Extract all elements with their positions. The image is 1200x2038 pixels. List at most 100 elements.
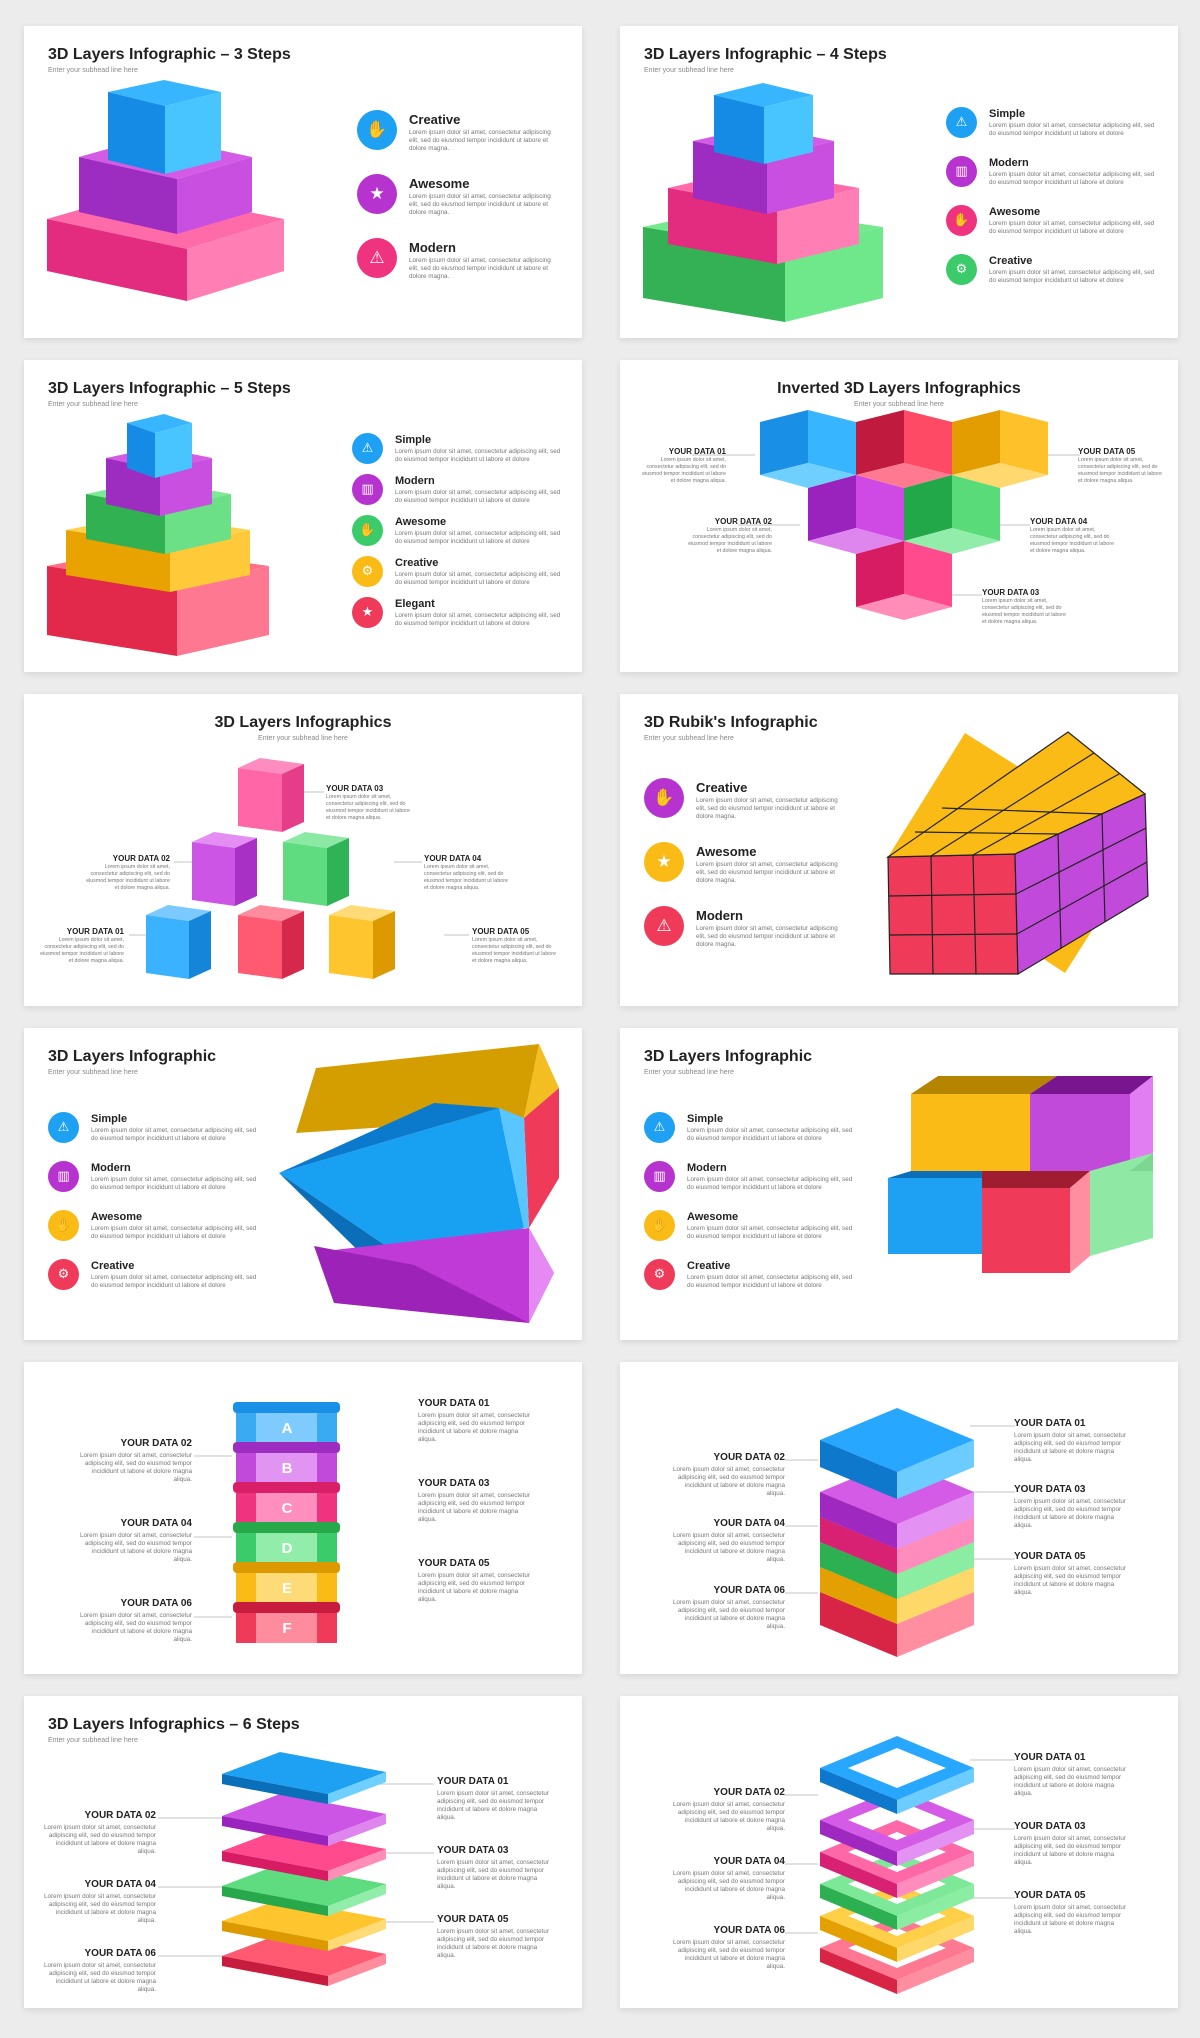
- slab-stack: [785, 1408, 1015, 1657]
- item-label: Modern: [989, 157, 1029, 169]
- data-label: YOUR DATA 02: [120, 1438, 193, 1449]
- slide-3-steps[interactable]: 3D Layers Infographic – 3 Steps Enter yo…: [24, 26, 582, 338]
- slide-4-steps[interactable]: 3D Layers Infographic – 4 Steps Enter yo…: [620, 26, 1178, 338]
- data-label: YOUR DATA 06: [120, 1598, 193, 1609]
- data-label: YOUR DATA 02: [713, 1452, 786, 1463]
- item-label: Creative: [395, 557, 439, 569]
- handshake-icon: ✋: [352, 515, 383, 546]
- data-label: YOUR DATA 04: [713, 1856, 786, 1867]
- data-label: YOUR DATA 02: [714, 517, 772, 526]
- star-icon: ★: [352, 597, 383, 628]
- slide-5-steps[interactable]: 3D Layers Infographic – 5 Steps Enter yo…: [24, 360, 582, 672]
- cube-pyramid: [129, 758, 469, 979]
- slide-letter-stack[interactable]: A B C D E F YOUR DATA 01 Lorem ipsum dol…: [24, 1362, 582, 1674]
- data-desc: Lorem ipsum dolor sit amet, consectetur …: [673, 1466, 785, 1497]
- data-label: YOUR DATA 03: [1014, 1484, 1086, 1495]
- plate-stack: [158, 1752, 434, 1986]
- slide-hex-cubes[interactable]: 3D Layers Infographics Enter your subhea…: [24, 694, 582, 1006]
- slide-title: 3D Layers Infographic: [48, 1048, 217, 1065]
- warning-icon: ⚠: [644, 906, 684, 946]
- data-desc: Lorem ipsum dolor sit amet, consectetur …: [1014, 1565, 1126, 1596]
- gear-icon: ⚙: [48, 1259, 79, 1290]
- item-label: Creative: [409, 112, 461, 127]
- data-label: YOUR DATA 05: [418, 1558, 490, 1569]
- data-desc: Lorem ipsum dolor sit amet, consectetur …: [418, 1412, 530, 1443]
- data-desc: Lorem ipsum dolor sit amet, consectetur …: [44, 1824, 156, 1855]
- slide-subhead: Enter your subhead line here: [644, 735, 734, 742]
- item-label: Awesome: [91, 1211, 143, 1223]
- data-desc: Lorem ipsum dolor sit amet, consectetur …: [1078, 457, 1162, 484]
- slide-subhead: Enter your subhead line here: [644, 1069, 734, 1076]
- data-label: YOUR DATA 06: [84, 1948, 157, 1959]
- data-desc: Lorem ipsum dolor sit amet, consectetur …: [80, 1612, 192, 1643]
- data-label: YOUR DATA 05: [472, 927, 530, 936]
- data-label: YOUR DATA 01: [418, 1398, 490, 1409]
- slide-slab-stack[interactable]: YOUR DATA 01 Lorem ipsum dolor sit amet,…: [620, 1362, 1178, 1674]
- warning-icon: ⚠: [644, 1112, 675, 1143]
- item-label: Modern: [395, 475, 435, 487]
- item-label: Awesome: [989, 206, 1041, 218]
- item-desc: Lorem ipsum dolor sit amet, consectetur …: [395, 612, 561, 627]
- slide-inverted-layers[interactable]: Inverted 3D Layers Infographics Enter yo…: [620, 360, 1178, 672]
- data-label: YOUR DATA 01: [1014, 1752, 1086, 1763]
- data-label: YOUR DATA 04: [84, 1879, 157, 1890]
- item-desc: Lorem ipsum dolor sit amet, consectetur …: [91, 1127, 257, 1142]
- chart-icon: ▥: [48, 1161, 79, 1192]
- warning-icon: ⚠: [946, 107, 977, 138]
- item-desc: Lorem ipsum dolor sit amet, consectetur …: [395, 448, 561, 463]
- slide-title: 3D Layers Infographic – 4 Steps: [644, 46, 887, 63]
- item-desc: Lorem ipsum dolor sit amet, consectetur …: [409, 129, 551, 152]
- slide-frame-stack[interactable]: YOUR DATA 01 Lorem ipsum dolor sit amet,…: [620, 1696, 1178, 2008]
- prism-layers: [279, 1044, 559, 1323]
- slide-6-steps[interactable]: 3D Layers Infographics – 6 Steps Enter y…: [24, 1696, 582, 2008]
- item-desc: Lorem ipsum dolor sit amet, consectetur …: [687, 1274, 853, 1289]
- pyramid-4-layers: [643, 83, 883, 322]
- chart-icon: ▥: [352, 474, 383, 505]
- layer-letter: B: [281, 1460, 293, 1477]
- warning-icon: ⚠: [48, 1112, 79, 1143]
- data-desc: Lorem ipsum dolor sit amet, consectetur …: [673, 1801, 785, 1832]
- item-label: Simple: [395, 434, 432, 446]
- gear-icon: ⚙: [946, 254, 977, 285]
- data-label: YOUR DATA 04: [1030, 517, 1088, 526]
- data-desc: Lorem ipsum dolor sit amet, consectetur …: [982, 598, 1066, 625]
- chart-icon: ▥: [946, 156, 977, 187]
- item-desc: Lorem ipsum dolor sit amet, consectetur …: [687, 1225, 853, 1240]
- item-label: Awesome: [696, 844, 757, 859]
- slide-rubiks[interactable]: 3D Rubik's Infographic Enter your subhea…: [620, 694, 1178, 1006]
- slide-title: 3D Layers Infographic: [644, 1048, 813, 1065]
- layer-letter: E: [281, 1580, 292, 1597]
- item-desc: Lorem ipsum dolor sit amet, consectetur …: [989, 171, 1155, 186]
- data-label: YOUR DATA 04: [424, 854, 482, 863]
- slide-subhead: Enter your subhead line here: [48, 1069, 138, 1076]
- slide-subhead: Enter your subhead line here: [48, 401, 138, 408]
- item-desc: Lorem ipsum dolor sit amet, consectetur …: [687, 1176, 853, 1191]
- item-label: Simple: [989, 108, 1026, 120]
- slide-subhead: Enter your subhead line here: [48, 1737, 138, 1744]
- item-label: Creative: [687, 1260, 731, 1272]
- gear-icon: ⚙: [352, 556, 383, 587]
- slide-subhead: Enter your subhead line here: [644, 67, 734, 74]
- data-desc: Lorem ipsum dolor sit amet, consectetur …: [673, 1939, 785, 1970]
- warning-icon: ⚠: [357, 238, 397, 278]
- data-label: YOUR DATA 05: [437, 1914, 509, 1925]
- data-desc: Lorem ipsum dolor sit amet, consectetur …: [44, 1962, 156, 1993]
- warning-icon: ⚠: [352, 433, 383, 464]
- data-label: YOUR DATA 04: [713, 1518, 786, 1529]
- slide-title: 3D Layers Infographics – 6 Steps: [48, 1716, 300, 1733]
- data-desc: Lorem ipsum dolor sit amet, consectetur …: [1014, 1432, 1126, 1463]
- item-label: Awesome: [395, 516, 447, 528]
- data-desc: Lorem ipsum dolor sit amet, consectetur …: [424, 864, 508, 891]
- data-label: YOUR DATA 01: [66, 927, 124, 936]
- slide-block-cubes[interactable]: 3D Layers Infographic Enter your subhead…: [620, 1028, 1178, 1340]
- data-desc: Lorem ipsum dolor sit amet, consectetur …: [673, 1532, 785, 1563]
- data-desc: Lorem ipsum dolor sit amet, consectetur …: [418, 1572, 530, 1603]
- item-desc: Lorem ipsum dolor sit amet, consectetur …: [696, 925, 838, 948]
- gear-icon: ⚙: [644, 1259, 675, 1290]
- data-label: YOUR DATA 03: [326, 784, 384, 793]
- data-desc: Lorem ipsum dolor sit amet, consectetur …: [642, 457, 726, 484]
- slide-prism-layers[interactable]: 3D Layers Infographic Enter your subhead…: [24, 1028, 582, 1340]
- item-label: Elegant: [395, 598, 435, 610]
- data-label: YOUR DATA 05: [1014, 1890, 1086, 1901]
- item-desc: Lorem ipsum dolor sit amet, consectetur …: [989, 269, 1155, 284]
